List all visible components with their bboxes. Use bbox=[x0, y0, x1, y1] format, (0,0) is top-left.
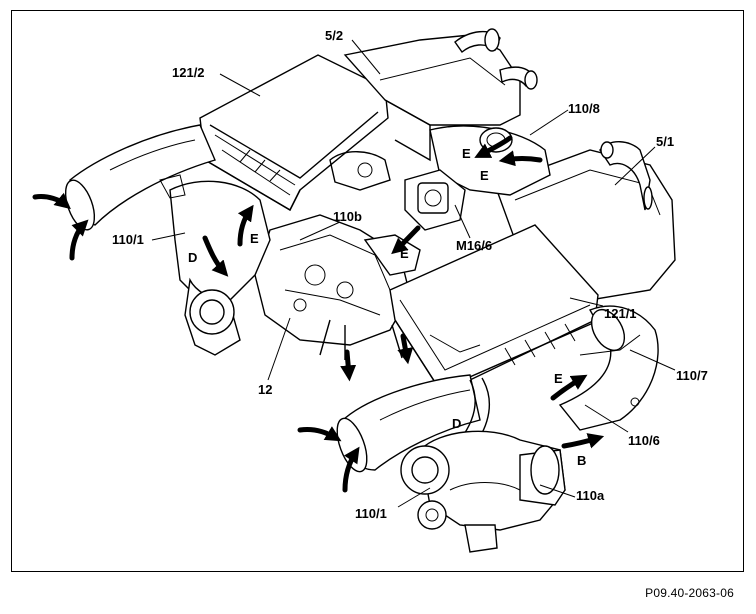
flow-arrow-e-upper bbox=[474, 135, 513, 158]
flow-arrow-e-left bbox=[237, 204, 254, 247]
flow-letter-e-1: E bbox=[462, 146, 471, 161]
flow-arrow-e-center bbox=[391, 225, 421, 255]
flow-arrow-d-left bbox=[202, 235, 229, 277]
flow-letter-b: B bbox=[577, 453, 586, 468]
flow-arrow-down-1 bbox=[340, 349, 357, 382]
flow-arrow-down-2 bbox=[397, 333, 414, 365]
air-cleaner-lower bbox=[389, 224, 601, 391]
leader-lines bbox=[151, 39, 676, 508]
flow-arrow-intake-lower bbox=[297, 426, 342, 442]
label-110-1-left: 110/1 bbox=[112, 232, 144, 247]
label-12: 12 bbox=[258, 382, 272, 397]
intake-hose-left bbox=[64, 124, 216, 231]
flow-arrow-intake-upper-left bbox=[32, 192, 71, 210]
label-110-1-bottom: 110/1 bbox=[355, 506, 387, 521]
flow-arrow-e-upper-2 bbox=[498, 150, 543, 167]
housing-upper bbox=[343, 28, 538, 162]
figure-code: P09.40-2063-06 bbox=[645, 586, 734, 600]
label-110b: 110b bbox=[333, 209, 362, 224]
flow-arrow-b bbox=[561, 433, 605, 449]
label-5-1: 5/1 bbox=[656, 134, 674, 149]
air-cleaner-upper bbox=[199, 54, 389, 211]
flow-arrows bbox=[32, 135, 605, 493]
flow-letter-d-2: D bbox=[452, 416, 461, 431]
flow-letter-e-3: E bbox=[250, 231, 259, 246]
flow-letter-d-1: D bbox=[188, 250, 197, 265]
flow-arrow-intake-upper-left-2 bbox=[69, 219, 89, 261]
turbocharger-lower bbox=[400, 430, 566, 553]
housing-right bbox=[494, 141, 676, 301]
label-5-2: 5/2 bbox=[325, 28, 343, 43]
flow-arrow-intake-lower-2 bbox=[342, 446, 360, 493]
flow-letter-e-2: E bbox=[480, 168, 489, 183]
label-m16-6: M16/6 bbox=[456, 238, 492, 253]
flow-letter-e-4: E bbox=[400, 246, 409, 261]
flow-letters: E E E E E D D B bbox=[188, 146, 586, 468]
flow-arrow-e-lower bbox=[550, 374, 588, 401]
label-110-6: 110/6 bbox=[628, 433, 660, 448]
intake-hose-right bbox=[558, 305, 659, 431]
label-110-8: 110/8 bbox=[568, 101, 600, 116]
flow-letter-e-5: E bbox=[554, 371, 563, 386]
label-121-1: 121/1 bbox=[604, 306, 637, 321]
intake-manifold bbox=[254, 125, 551, 360]
turbo-left bbox=[159, 174, 271, 356]
label-110-7: 110/7 bbox=[676, 368, 708, 383]
callout-labels: 5/2 121/2 110/8 5/1 110/1 110b M16/6 121… bbox=[112, 28, 708, 521]
label-121-2: 121/2 bbox=[172, 65, 205, 80]
label-110a: 110a bbox=[576, 488, 605, 503]
